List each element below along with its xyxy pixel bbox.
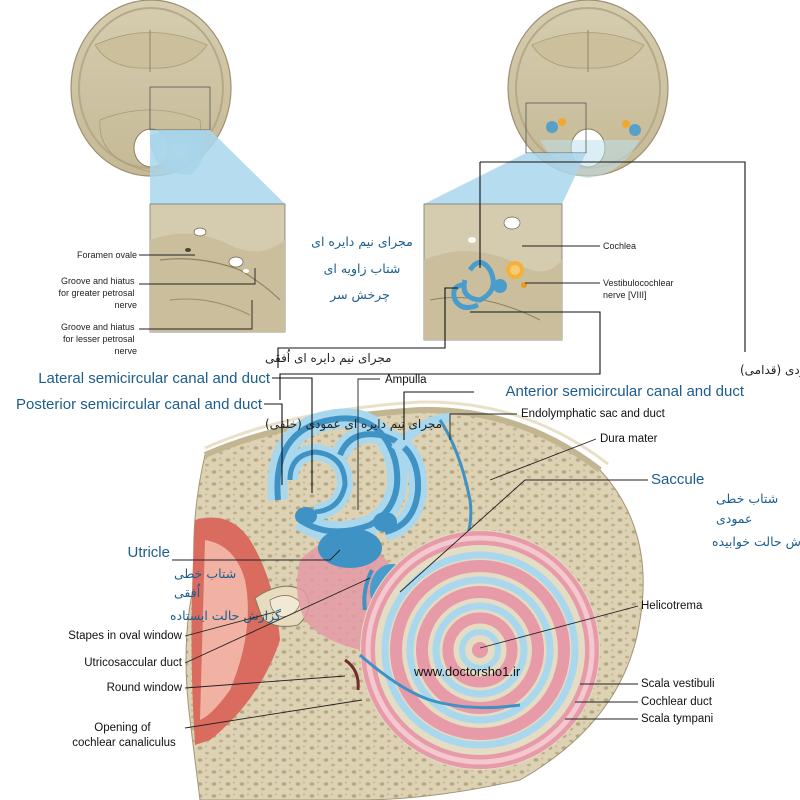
skull-base-right: [507, 0, 669, 178]
label-round-window: Round window: [107, 682, 183, 694]
label-utricle-persian: شتاب خطی اُفقی گزارش حالت ایستاده: [170, 566, 281, 624]
label-anterior-canal: Anterior semicircular canal and duct: [506, 383, 745, 400]
label-lateral-canal: Lateral semicircular canal and duct: [38, 370, 271, 387]
leader-posterior: [279, 311, 601, 400]
label-posterior-persian: مجرای نیم دایره ای عمودی (خلفی): [265, 417, 442, 432]
stapes-bone: [254, 585, 310, 627]
label-vestibulocochlear-nerve: Vestibulocochlear nerve [VIII]: [603, 278, 676, 300]
website-watermark: www.doctorsho1.ir: [413, 664, 521, 679]
label-utricosaccular: Utricosaccular duct: [84, 657, 183, 669]
label-saccule-persian: شتاب خطی عمودی گزارش حالت خوابیده: [712, 491, 800, 550]
label-anterior-persian: مجرای نیم دایره ای عمودی (قدامی): [740, 363, 800, 378]
label-opening-cochlear-canaliculus: Opening of cochlear canaliculus: [72, 722, 176, 749]
label-ampulla: Ampulla: [385, 374, 427, 386]
label-dura-mater: Dura mater: [600, 433, 658, 445]
label-cochlea: Cochlea: [603, 241, 636, 251]
label-utricle: Utricle: [127, 544, 170, 561]
label-endolymphatic: Endolymphatic sac and duct: [521, 408, 666, 420]
inner-ear-cross-section: [185, 400, 644, 800]
leader-anterior: [480, 161, 746, 352]
label-stapes: Stapes in oval window: [68, 630, 182, 642]
label-lateral-persian: مجرای نیم دایره ای اُفقی: [265, 348, 392, 366]
label-scala-vestibuli: Scala vestibuli: [641, 678, 715, 690]
zoom-cone-left: [150, 130, 285, 204]
zoom-cone-right: [424, 153, 586, 204]
zoom-panel-left: [149, 203, 286, 333]
cochlea-spiral: [359, 530, 600, 770]
label-groove-greater-petrosal: Groove and hiatus for greater petrosal n…: [58, 276, 137, 310]
label-groove-lesser-petrosal: Groove and hiatus for lesser petrosal ne…: [61, 322, 137, 356]
label-posterior-canal: Posterior semicircular canal and duct: [16, 396, 263, 413]
label-scala-tympani: Scala tympani: [641, 713, 713, 725]
zoom-panel-right: [423, 203, 563, 341]
label-cochlear-duct: Cochlear duct: [641, 696, 713, 708]
label-helicotrema: Helicotrema: [641, 600, 703, 612]
persian-semicircular-description: مجرای نیم دایره ای شتاب زاویه ای چرخش سر: [307, 234, 413, 303]
leader-lateral: [277, 287, 458, 368]
label-saccule: Saccule: [651, 471, 704, 488]
label-foramen-ovale: Foramen ovale: [77, 250, 137, 260]
